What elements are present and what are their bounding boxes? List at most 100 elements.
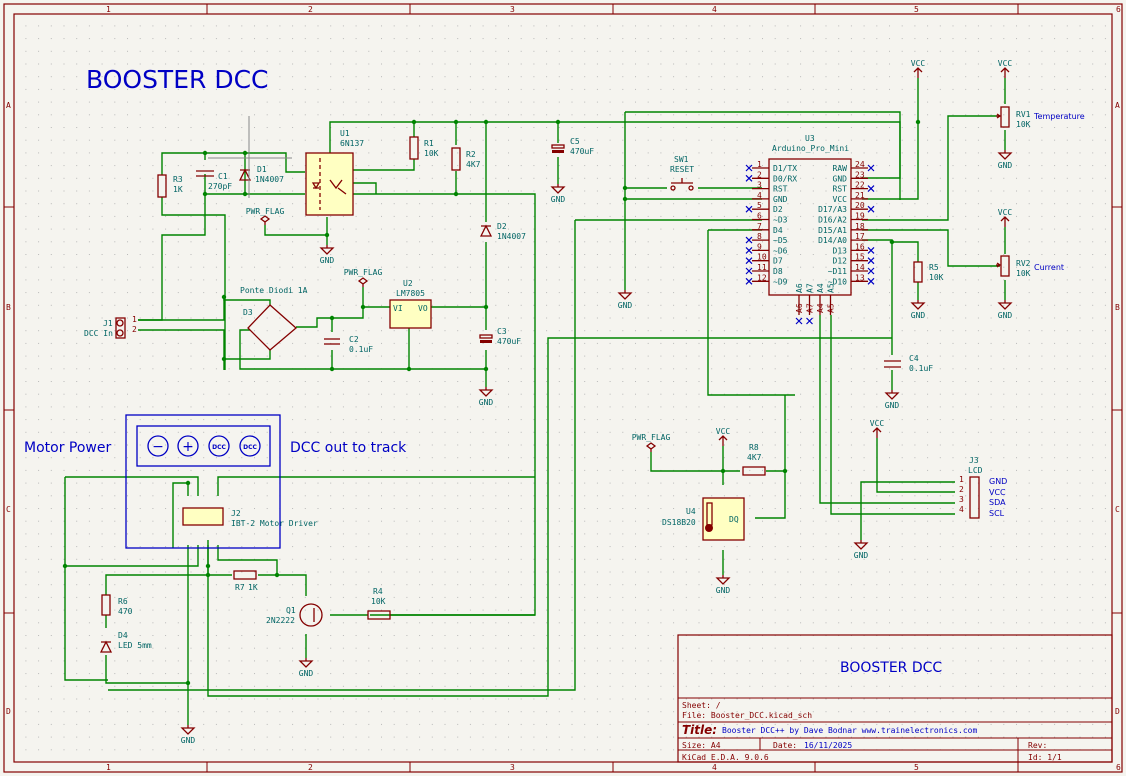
q1-transistor[interactable]: Q1 2N2222 xyxy=(266,603,323,627)
no-connect-icon xyxy=(795,317,803,325)
gnd-symbol: GND xyxy=(478,387,494,407)
c2-capacitor[interactable]: C2 0.1uF xyxy=(324,335,373,354)
vcc-symbol: VCC xyxy=(998,59,1013,78)
c3-ref: C3 xyxy=(497,327,507,336)
d1-diode[interactable]: D1 1N4007 xyxy=(238,165,284,184)
rv1-value: 10K xyxy=(1016,120,1031,129)
r2-resistor[interactable]: R2 4K7 xyxy=(451,147,481,171)
gnd-label: GND xyxy=(998,311,1013,320)
no-connect-icon xyxy=(867,277,875,285)
d3-bridge-rectifier[interactable]: D3 Ponte Diodi 1A xyxy=(240,286,308,351)
title-value: Booster DCC++ by Dave Bodnar www.trainel… xyxy=(722,726,977,735)
r7-resistor[interactable]: R7 1K xyxy=(233,570,258,592)
rv2-ref: RV2 xyxy=(1016,259,1031,268)
r3-resistor[interactable]: R3 1K xyxy=(157,174,183,198)
d4-led[interactable]: D4 LED 5mm xyxy=(99,631,152,653)
d4-value: LED 5mm xyxy=(118,641,152,650)
r7-value: 1K xyxy=(248,583,258,592)
r6-resistor[interactable]: R6 470 xyxy=(101,594,133,616)
rv1-potentiometer[interactable]: RV1 10K Temperature xyxy=(996,106,1085,129)
row-label: D xyxy=(6,707,11,716)
no-connect-icon xyxy=(867,246,875,254)
pin-name: ~D9 xyxy=(773,277,788,286)
lcd-pin-scl: SCL xyxy=(989,509,1005,518)
r1-resistor[interactable]: R1 10K xyxy=(409,136,439,160)
r4-resistor[interactable]: R4 10K xyxy=(367,587,391,620)
pin-number: A4 xyxy=(816,303,825,313)
pin-name: RAW xyxy=(833,164,848,173)
u4-ref: U4 xyxy=(686,507,696,516)
c4-capacitor[interactable]: C4 0.1uF xyxy=(884,354,933,373)
j3-lcd-connector[interactable]: 12 34 J3 LCD GND VCC SDA SCL xyxy=(959,456,1007,519)
r3-ref: R3 xyxy=(173,175,183,184)
j1-value: DCC In xyxy=(84,329,113,338)
terminal-plus: + xyxy=(182,439,194,455)
pin-name: GND xyxy=(773,195,788,204)
pwr-flag-label: PWR_FLAG xyxy=(344,268,383,277)
rv2-value: 10K xyxy=(1016,269,1031,278)
j1-connector[interactable]: 12 J1 DCC In xyxy=(84,315,137,339)
gnd-label: GND xyxy=(181,736,196,745)
pin-number: A5 xyxy=(827,303,836,313)
gnd-label: GND xyxy=(551,195,566,204)
c1-capacitor[interactable]: C1 270pF xyxy=(196,170,232,191)
rv2-potentiometer[interactable]: RV2 10K Current xyxy=(996,255,1064,278)
j2-connector[interactable]: J2 IBT-2 Motor Driver xyxy=(182,507,318,528)
r5-value: 10K xyxy=(929,273,944,282)
pin-number: 5 xyxy=(757,201,762,210)
rv2-label: Current xyxy=(1034,263,1064,272)
sw1-reset-button[interactable]: SW1 RESET xyxy=(670,155,694,191)
vcc-label: VCC xyxy=(998,208,1013,217)
pin-name: ~D6 xyxy=(773,246,788,255)
pin-name: A5 xyxy=(827,283,836,293)
pin-number: 1 xyxy=(757,160,762,169)
gnd-label: GND xyxy=(998,161,1013,170)
d2-diode[interactable]: D2 1N4007 xyxy=(479,222,526,241)
c5-capacitor[interactable]: C5 470uF xyxy=(551,137,594,156)
q1-ref: Q1 xyxy=(286,606,296,615)
r2-ref: R2 xyxy=(466,150,476,159)
c2-ref: C2 xyxy=(349,335,359,344)
vcc-symbol: VCC xyxy=(911,59,926,78)
c2-value: 0.1uF xyxy=(349,345,373,354)
no-connect-icon xyxy=(867,185,875,193)
col-label: 2 xyxy=(308,5,313,14)
vcc-label: VCC xyxy=(998,59,1013,68)
vcc-symbol: VCC xyxy=(870,419,884,438)
pin-name: A4 xyxy=(816,283,825,293)
pin-name: A7 xyxy=(806,283,815,293)
rv1-ref: RV1 xyxy=(1016,110,1031,119)
u2-value: LM7805 xyxy=(396,289,425,298)
lcd-pin-gnd: GND xyxy=(989,477,1007,486)
r5-resistor[interactable]: R5 10K xyxy=(913,261,944,283)
col-label: 4 xyxy=(712,5,717,14)
u4-ds18b20[interactable]: DQ U4 DS18B20 xyxy=(662,497,745,541)
row-label: C xyxy=(6,505,11,514)
pin-name: D8 xyxy=(773,267,783,276)
gnd-symbol: GND xyxy=(715,575,731,595)
terminal-dcc: DCC xyxy=(212,444,226,451)
no-connect-icon xyxy=(867,205,875,213)
pwr-flag-symbol: PWR_FLAG xyxy=(246,207,284,225)
svg-text:3: 3 xyxy=(959,495,964,504)
u2-regulator[interactable]: VI VO U2 LM7805 xyxy=(389,279,432,329)
pin-name: D4 xyxy=(773,226,783,235)
r8-resistor[interactable]: R8 4K7 xyxy=(742,443,766,476)
pin-name: D15/A1 xyxy=(818,226,847,235)
r8-value: 4K7 xyxy=(747,453,762,462)
c3-capacitor[interactable]: C3 470uF xyxy=(479,327,521,346)
gnd-label: GND xyxy=(885,401,900,410)
gnd-label: GND xyxy=(299,669,314,678)
sheet-title: BOOSTER DCC xyxy=(86,65,268,94)
sw1-value: RESET xyxy=(670,165,694,174)
r1-ref: R1 xyxy=(424,139,434,148)
pin-number: 3 xyxy=(757,181,762,190)
vcc-label: VCC xyxy=(911,59,926,68)
gnd-label: GND xyxy=(716,586,731,595)
pin-name: D13 xyxy=(833,246,848,255)
title-key: Title: xyxy=(682,723,717,737)
u1-optocoupler[interactable]: U1 6N137 xyxy=(305,129,364,216)
